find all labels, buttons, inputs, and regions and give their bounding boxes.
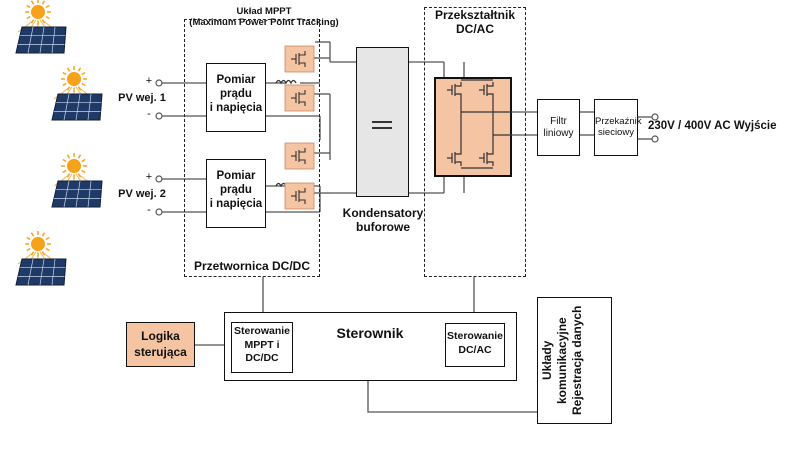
mppt-control-box: Sterowanie MPPT i DC/DC <box>231 322 293 373</box>
comms-line-1: Układy <box>540 340 554 381</box>
wires <box>162 41 652 413</box>
pv1-minus-label: - <box>147 108 151 120</box>
pv1-input-label: PV wej. 1 <box>118 92 166 104</box>
inverter-title: Przekształtnik DC/AC <box>424 8 526 37</box>
pv2-minus-label: - <box>147 204 151 216</box>
logic-line-1: Logika <box>141 329 180 343</box>
pv2-plus-label: + <box>145 171 153 183</box>
inverter-title-line-1: Przekształtnik <box>434 8 516 22</box>
pv1-plus-terminal <box>155 79 163 87</box>
measure-box-1: Pomiar prądu i napięcia <box>206 63 266 132</box>
dcac-control-line-1: Sterowanie <box>446 330 504 342</box>
inverter-title-line-2: DC/AC <box>456 22 494 37</box>
communications-box <box>537 297 612 424</box>
controller-title: Sterownik <box>336 325 404 341</box>
line-filter-box: Filtr liniowy <box>537 99 580 156</box>
communications-label: Układy komunikacyjne Rejestracja danych <box>540 300 610 421</box>
mppt-title: Układ MPPT <box>236 6 292 17</box>
relay-line-2: sieciowy <box>598 127 634 139</box>
mppt-control-line-1: Sterowanie <box>233 325 291 337</box>
measure-1-line-2: prądu <box>220 87 252 100</box>
capacitor-label-line-1: Kondensatory <box>342 206 424 220</box>
pv2-plus-terminal <box>155 175 163 183</box>
grid-relay-box: Przekaźnik sieciowy <box>594 99 642 156</box>
pv1-minus-terminal <box>155 112 163 120</box>
capacitor-label-line-2: buforowe <box>356 220 410 235</box>
measure-1-line-3: i napięcia <box>209 101 263 114</box>
output-terminal-1 <box>651 113 659 121</box>
measure-2-line-2: prądu <box>220 183 252 196</box>
measure-1-line-1: Pomiar <box>216 74 256 86</box>
pv2-input-label: PV wej. 2 <box>118 188 166 200</box>
inverter-block <box>424 7 526 277</box>
inverter-bridge <box>434 77 512 177</box>
pv1-plus-label: + <box>145 75 153 87</box>
terminals <box>155 79 659 216</box>
mppt-subtitle: (Maximum Power Point Tracking) <box>189 17 339 28</box>
filter-line-1: Filtr <box>550 116 567 127</box>
ac-output-label: 230V / 400V AC Wyjście <box>648 120 777 132</box>
mppt-dcdc-block <box>184 19 320 277</box>
inductor-1-icon <box>275 79 297 85</box>
relay-line-1: Przekaźnik <box>595 116 642 127</box>
mppt-control-line-2: MPPT i <box>244 338 280 351</box>
comms-line-2: komunikacyjne <box>555 317 569 404</box>
pv2-minus-terminal <box>155 208 163 216</box>
measure-2-line-3: i napięcia <box>209 197 263 210</box>
mppt-control-line-3: DC/DC <box>245 352 279 365</box>
capacitor-bank <box>356 47 409 197</box>
dcac-control-line-2: DC/AC <box>458 343 492 356</box>
logic-line-2: sterująca <box>134 344 187 359</box>
measure-box-2: Pomiar prądu i napięcia <box>206 159 266 228</box>
control-logic-box: Logika sterująca <box>126 322 195 367</box>
dcdc-converter-label: Przetwornica DC/DC <box>193 259 311 273</box>
capacitor-label: Kondensatory buforowe <box>338 206 428 235</box>
comms-line-3: Rejestracja danych <box>570 305 584 416</box>
output-terminal-2 <box>651 135 659 143</box>
measure-2-line-1: Pomiar <box>216 170 256 182</box>
filter-line-2: liniowy <box>543 128 574 139</box>
dcac-control-box: Sterowanie DC/AC <box>445 323 505 367</box>
